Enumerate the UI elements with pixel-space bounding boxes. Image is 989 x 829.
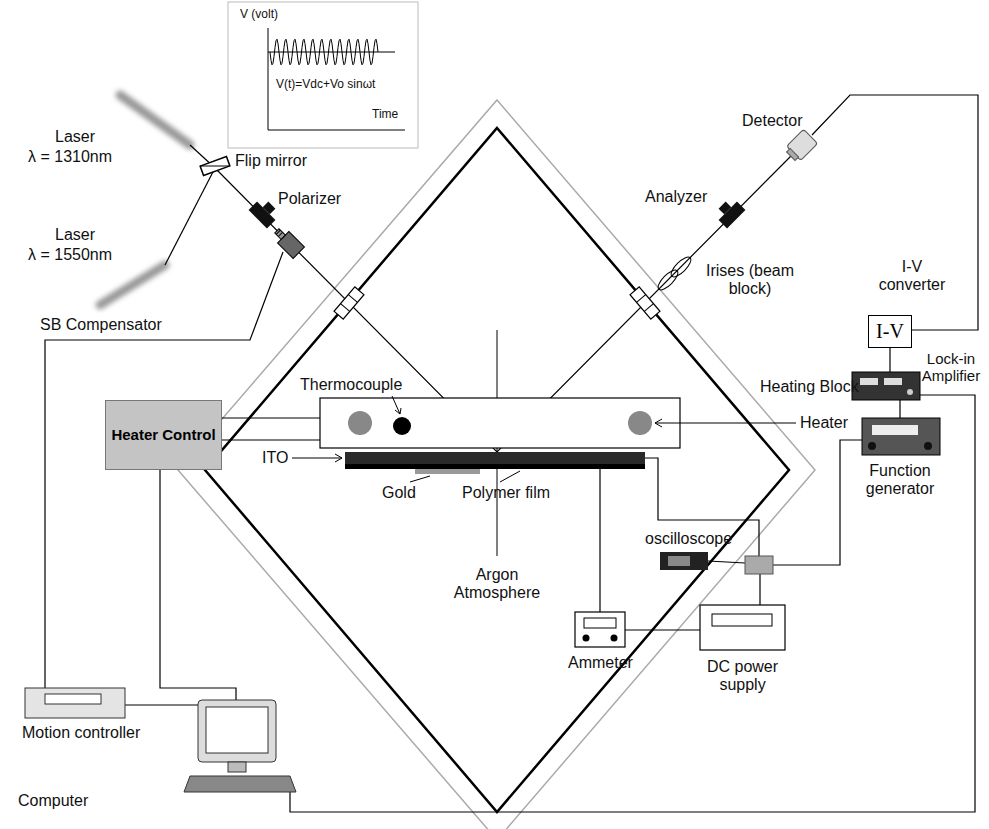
part-label: λ = 1550nm bbox=[28, 246, 112, 264]
function-generator bbox=[862, 418, 940, 455]
arrowhead bbox=[395, 408, 401, 414]
part-label: Detector bbox=[742, 112, 802, 130]
part-label: Time bbox=[372, 108, 398, 122]
lock-in-amplifier bbox=[852, 372, 920, 400]
part-label: Heater bbox=[800, 414, 848, 432]
beam bbox=[165, 168, 215, 265]
wire bbox=[889, 348, 890, 372]
signal-inset bbox=[228, 2, 418, 148]
part-label: Gold bbox=[382, 484, 416, 502]
wire bbox=[708, 561, 745, 563]
wire bbox=[899, 400, 900, 418]
thermocouple bbox=[393, 417, 411, 435]
inset-frame bbox=[228, 2, 418, 148]
wire bbox=[645, 458, 759, 556]
heater-control-box: Heater Control bbox=[105, 400, 222, 470]
heater bbox=[628, 411, 652, 435]
laser-1310 bbox=[120, 95, 190, 145]
wire bbox=[773, 440, 862, 565]
part-label: Laser bbox=[55, 128, 95, 146]
part-label: V(t)=Vdc+Vo sinωt bbox=[276, 78, 375, 92]
iris bbox=[668, 254, 693, 279]
leader-line bbox=[292, 458, 342, 459]
part-label: Function generator bbox=[855, 462, 945, 499]
beams bbox=[165, 145, 792, 556]
leader-line bbox=[410, 476, 430, 482]
polymer-film bbox=[345, 464, 645, 469]
box-text: I-V bbox=[876, 320, 904, 343]
ito-layer bbox=[345, 452, 645, 464]
leader-line bbox=[655, 423, 796, 424]
dc-power-supply bbox=[700, 605, 785, 650]
window-left bbox=[334, 287, 364, 319]
box-text: Heater Control bbox=[111, 426, 215, 443]
beam bbox=[215, 155, 792, 452]
arrowhead bbox=[655, 419, 662, 427]
iv-converter-box: I-V bbox=[868, 315, 912, 348]
wire bbox=[599, 469, 600, 612]
part-label: Polymer film bbox=[462, 484, 550, 502]
part-label: Ammeter bbox=[568, 654, 633, 672]
arrowhead bbox=[335, 454, 342, 462]
part-label: SB Compensator bbox=[40, 316, 162, 334]
v-axis bbox=[268, 28, 269, 130]
part-label: Flip mirror bbox=[235, 152, 307, 170]
laser-1550 bbox=[100, 265, 165, 305]
part-label: Laser bbox=[55, 226, 95, 244]
part-label: Lock-in Amplifier bbox=[916, 350, 986, 385]
wire bbox=[160, 470, 236, 700]
leader-line bbox=[500, 471, 520, 482]
part-label: oscilloscope bbox=[645, 530, 732, 548]
leaders bbox=[292, 396, 796, 482]
part-label: Computer bbox=[18, 792, 88, 810]
wires bbox=[45, 95, 978, 812]
part-label: Motion controller bbox=[22, 724, 140, 742]
ammeter bbox=[575, 612, 625, 647]
wire bbox=[625, 629, 700, 630]
part-label: Heating Block bbox=[760, 378, 859, 396]
wire bbox=[759, 574, 760, 605]
polarizer bbox=[249, 196, 282, 229]
wire bbox=[290, 395, 975, 812]
computer bbox=[184, 700, 296, 792]
iris bbox=[655, 267, 680, 292]
part-label: V (volt) bbox=[240, 8, 278, 22]
time-axis bbox=[268, 130, 405, 131]
wire bbox=[125, 704, 198, 705]
heater bbox=[348, 411, 372, 435]
oscilloscope bbox=[660, 552, 708, 570]
gold-electrode bbox=[415, 469, 480, 474]
junction-box bbox=[745, 556, 773, 574]
part-label: I-V converter bbox=[872, 258, 952, 295]
part-label: Irises (beam block) bbox=[700, 262, 800, 299]
part-label: Analyzer bbox=[645, 188, 707, 206]
dc-level bbox=[268, 52, 395, 53]
motion-controller bbox=[25, 688, 125, 718]
leader-line bbox=[392, 396, 400, 414]
chamber-inner bbox=[205, 128, 789, 812]
part-label: Thermocouple bbox=[300, 376, 402, 394]
window-right bbox=[630, 287, 660, 319]
analyzer bbox=[713, 196, 746, 229]
chamber-outer bbox=[178, 100, 815, 829]
part-label: ITO bbox=[262, 449, 288, 467]
heating-block bbox=[320, 398, 680, 448]
part-label: Polarizer bbox=[278, 190, 341, 208]
part-label: λ = 1310nm bbox=[28, 148, 112, 166]
sine-wave bbox=[270, 39, 378, 65]
sb-compensator bbox=[271, 225, 304, 258]
part-label: Argon Atmosphere bbox=[447, 566, 547, 603]
flip-mirror bbox=[200, 157, 230, 176]
part-label: DC power supply bbox=[700, 658, 785, 695]
wire bbox=[812, 95, 978, 330]
